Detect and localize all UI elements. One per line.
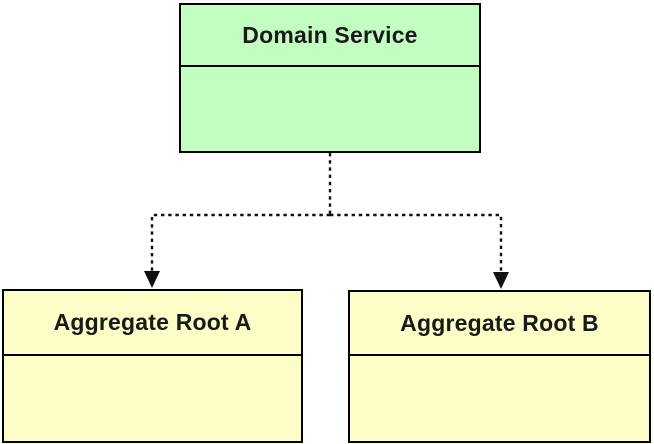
edge-domain-service-to-aggregate-b	[330, 213, 503, 273]
edge-domain-service-to-aggregate-a	[150, 213, 330, 272]
node-aggregate-root-a: Aggregate Root A	[2, 289, 303, 443]
node-aggregate-root-b-body	[350, 356, 649, 441]
node-domain-service: Domain Service	[179, 3, 481, 153]
arrowhead-to-aggregate-b	[493, 272, 509, 289]
node-domain-service-body	[181, 67, 479, 151]
arrowhead-to-aggregate-a	[144, 271, 160, 288]
node-aggregate-root-a-body	[4, 356, 301, 441]
node-aggregate-root-b-title: Aggregate Root B	[350, 292, 649, 356]
node-domain-service-title: Domain Service	[181, 5, 479, 67]
node-aggregate-root-a-title: Aggregate Root A	[4, 291, 301, 356]
node-aggregate-root-b: Aggregate Root B	[348, 290, 651, 443]
